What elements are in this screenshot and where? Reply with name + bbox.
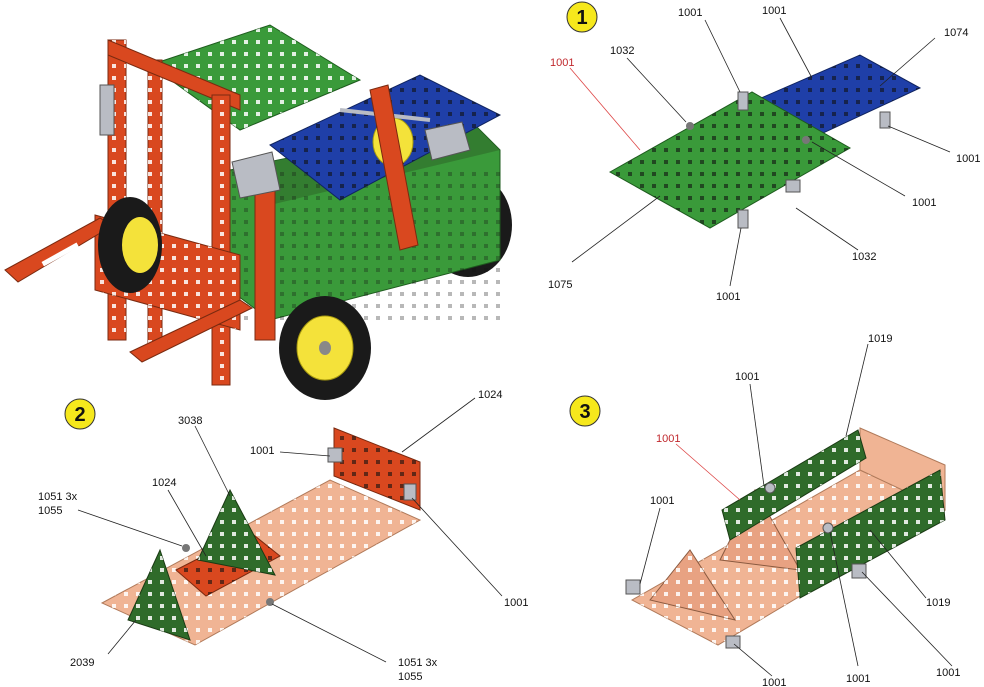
label-1051: 1051 3x	[398, 657, 438, 669]
label-1019: 1019	[868, 333, 892, 345]
label-1074: 1074	[944, 27, 968, 39]
step-2-number: 2	[74, 404, 85, 426]
step-1-badge: 1	[566, 1, 598, 33]
diagonal-strut	[369, 84, 419, 251]
label-1024: 1024	[152, 477, 176, 489]
label-1024: 1024	[478, 389, 502, 401]
label-1001: 1001	[678, 7, 702, 19]
step-1: 1 1001 1032 1001 1001 1074 1001 1001 1	[548, 1, 980, 303]
label-1001: 1001	[504, 597, 528, 609]
step-1-number: 1	[576, 7, 587, 29]
step-3-badge: 3	[569, 395, 601, 427]
label-2039: 2039	[70, 657, 94, 669]
mast-top-beam	[107, 39, 241, 111]
front-wheel-right	[279, 296, 371, 400]
label-1001: 1001	[846, 673, 870, 685]
fork-right	[129, 299, 254, 363]
bracket-1001	[737, 91, 749, 111]
label-1001: 1001	[735, 371, 759, 383]
label-1055: 1055	[398, 671, 422, 683]
forklift-model	[4, 24, 512, 400]
label-1051: 1051 3x	[38, 491, 78, 503]
label-1055: 1055	[38, 505, 62, 517]
label-1032: 1032	[610, 45, 634, 57]
label-1001-red: 1001	[656, 433, 680, 445]
step-2-badge: 2	[64, 398, 96, 430]
label-1001: 1001	[716, 291, 740, 303]
label-1075: 1075	[548, 279, 572, 291]
label-1001: 1001	[762, 5, 786, 17]
rear-post-right	[254, 179, 276, 341]
label-1001: 1001	[250, 445, 274, 457]
step-3-number: 3	[579, 401, 590, 423]
label-1019: 1019	[926, 597, 950, 609]
label-3038: 3038	[178, 415, 202, 427]
label-1032: 1032	[852, 251, 876, 263]
step-3: 3 1019 1001 1001 1001 101	[569, 333, 960, 687]
label-1001: 1001	[936, 667, 960, 679]
label-1001: 1001	[762, 677, 786, 687]
label-1001-red: 1001	[550, 57, 574, 69]
label-1001: 1001	[912, 197, 936, 209]
label-1001: 1001	[650, 495, 674, 507]
step-2: 2 3038 1024 1001 1024 1051 3x	[38, 389, 528, 683]
front-wheel-left	[98, 197, 162, 293]
label-1001: 1001	[956, 153, 980, 165]
